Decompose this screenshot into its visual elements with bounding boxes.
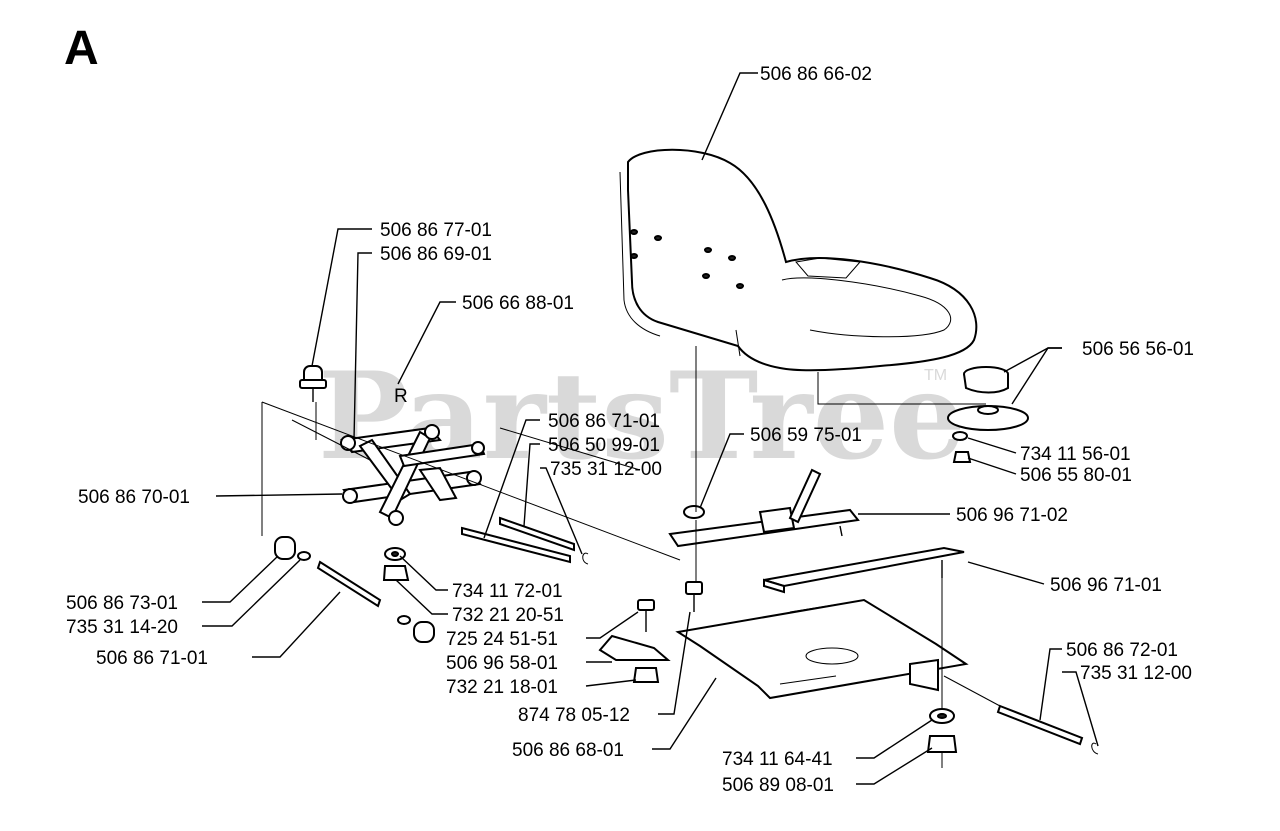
- clip-a: [582, 552, 589, 565]
- bolt-long: [683, 505, 705, 612]
- label-nut-small: 732 21 18-01: [446, 677, 558, 698]
- washer-nut-mid: [382, 547, 410, 581]
- assembly-lines: [261, 346, 1001, 768]
- knob-part: [299, 365, 327, 402]
- leader-lines: [202, 72, 1099, 785]
- washer-nut-low: [926, 708, 958, 753]
- label-clip-a: 735 31 12-00: [550, 459, 662, 480]
- bushings: [274, 536, 435, 643]
- watermark-trademark: TM: [924, 367, 947, 384]
- label-r-clip: 506 66 88-01: [462, 293, 574, 314]
- label-washer-low: 734 11 64-41: [722, 749, 833, 770]
- label-seat: 506 86 66-02: [760, 64, 872, 85]
- callout-labels: 506 86 66-02 506 86 77-01 506 86 69-01 5…: [66, 64, 1194, 796]
- label-rail-lower: 506 96 71-01: [1050, 575, 1162, 596]
- label-bushing: 506 86 73-01: [66, 593, 178, 614]
- label-plate-ring: 506 56 56-01: [1082, 339, 1194, 360]
- label-nut-right: 734 11 56-01: [1020, 444, 1131, 465]
- label-knob-top: 506 86 77-01: [380, 220, 492, 241]
- rail-upper: [668, 468, 860, 548]
- r-clip-glyph: R: [394, 386, 408, 407]
- label-rod-a: 506 86 71-01: [548, 411, 660, 432]
- label-washer-mid: 734 11 72-01: [452, 581, 563, 602]
- label-linkage: 506 86 70-01: [78, 487, 190, 508]
- label-bolt-mid: 725 24 51-51: [446, 629, 558, 650]
- label-nut-low: 506 89 08-01: [722, 775, 834, 796]
- clip-c: [1091, 742, 1099, 755]
- label-spring-bracket: 506 86 69-01: [380, 244, 492, 265]
- section-letter: A: [64, 22, 99, 75]
- label-washer-top: 506 59 75-01: [750, 425, 862, 446]
- label-bracket-small: 506 96 58-01: [446, 653, 558, 674]
- label-rod-b: 506 50 99-01: [548, 435, 660, 456]
- label-bolt-right: 506 55 80-01: [1020, 465, 1132, 486]
- label-rod-c: 506 86 71-01: [96, 648, 208, 669]
- ring-plate-right: [947, 366, 1029, 463]
- label-pin-right: 506 86 72-01: [1066, 640, 1178, 661]
- base-plate: [675, 598, 969, 700]
- label-clip-b: 735 31 14-20: [66, 617, 178, 638]
- label-bolt-long: 874 78 05-12: [518, 705, 630, 726]
- label-base-plate: 506 86 68-01: [512, 740, 624, 761]
- label-nut-mid: 732 21 20-51: [452, 605, 564, 626]
- label-rail-upper: 506 96 71-02: [956, 505, 1068, 526]
- rods: [316, 516, 1084, 746]
- bolt-mid: [598, 599, 671, 683]
- seat-illustration: [619, 148, 978, 372]
- label-clip-c: 735 31 12-00: [1080, 663, 1192, 684]
- rail-lower: [763, 546, 965, 594]
